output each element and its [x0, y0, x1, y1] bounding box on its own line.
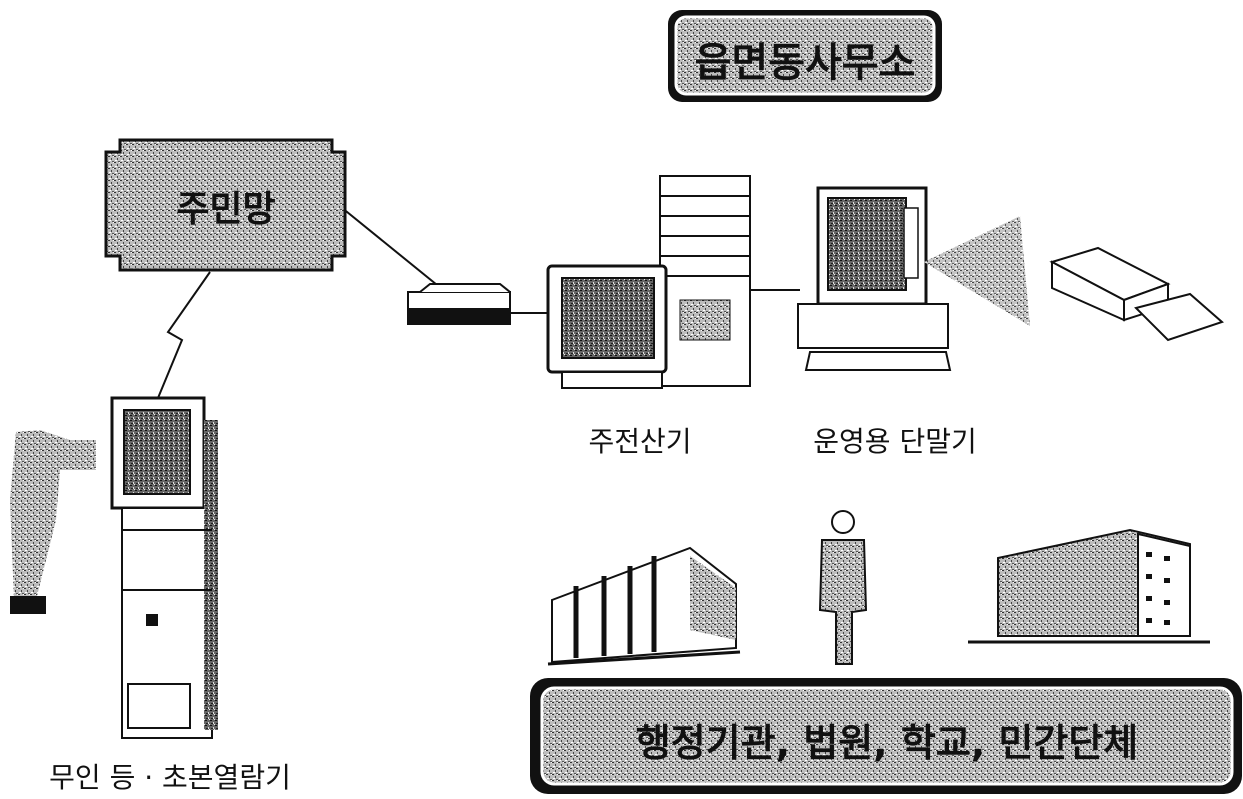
network-label: 주민망: [176, 189, 276, 230]
terminal-computer-icon: [797, 186, 1030, 371]
institutions-box: [530, 678, 1242, 794]
network-box: [104, 138, 347, 272]
printer-icon: [1049, 246, 1224, 342]
government-building-icon: [547, 546, 741, 666]
kiosk-icon: [10, 396, 218, 739]
terminal-label: 운영용 단말기: [813, 425, 977, 458]
server-label: 주전산기: [588, 425, 692, 458]
link-network-modem: [335, 202, 443, 290]
office-building-icon: [968, 528, 1210, 644]
server-computer-icon: [546, 175, 751, 389]
institutions-label: 행정기관, 법원, 학교, 민간단체: [635, 721, 1139, 765]
kiosk-label: 무인 등 · 초본열람기: [49, 761, 291, 794]
modem-icon: [407, 283, 511, 325]
top-office-label: 읍면동사무소: [694, 40, 916, 86]
link-network-kiosk: [157, 271, 211, 399]
person-icon: [818, 510, 868, 665]
top-office-box: [668, 10, 942, 102]
